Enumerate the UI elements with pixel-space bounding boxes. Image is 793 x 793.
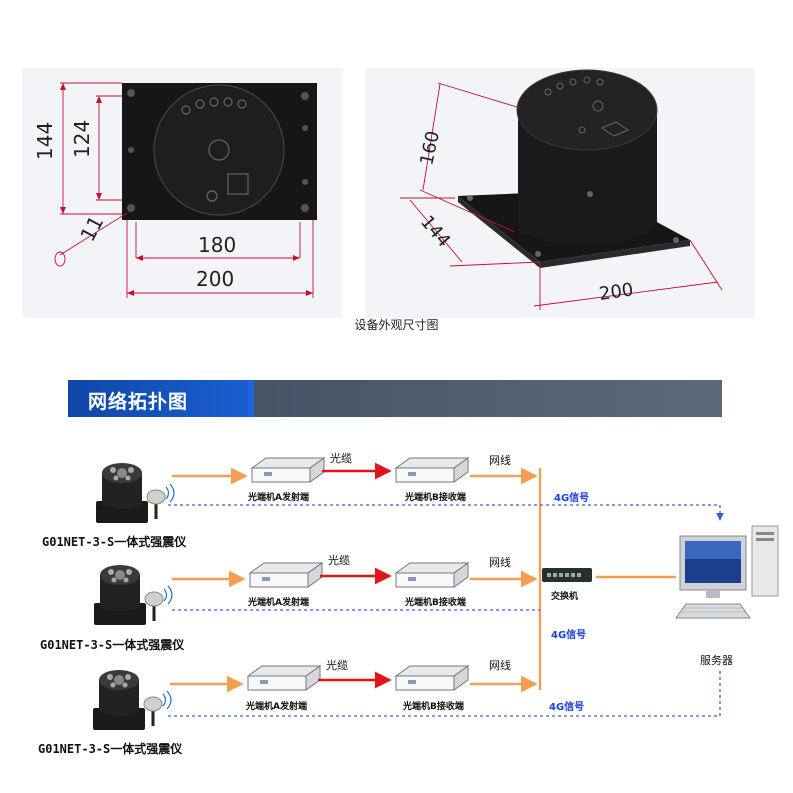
server-label: 服务器: [700, 654, 733, 667]
device-label-2: G01NET-3-S一体式强震仪: [40, 638, 185, 652]
fiber-label-3: 光缆: [326, 659, 348, 672]
mount-hole: [127, 204, 135, 212]
network-switch: [542, 568, 592, 582]
device-label-3: G01NET-3-S一体式强震仪: [38, 742, 183, 756]
cable-label-2: 网线: [489, 556, 511, 569]
seismometer-3: [91, 668, 173, 732]
cable-label-3: 网线: [489, 659, 511, 672]
cable-label-1: 网线: [489, 454, 511, 467]
cylinder-top: [153, 84, 285, 216]
dimension-drawings: 144 124 180 200 11 160 144 200: [22, 68, 755, 318]
fiber-label-2: 光缆: [328, 554, 350, 567]
dim-180: 180: [198, 233, 236, 257]
cylinder-cap: [516, 69, 658, 151]
optic-a-3: [247, 665, 321, 691]
dim-144: 144: [33, 122, 57, 160]
mount-hole: [301, 92, 309, 100]
network-topology: [91, 457, 779, 732]
signal-label-2: 4G信号: [551, 630, 587, 641]
optic-b-3: [395, 665, 469, 691]
optic-a-label-2: 光端机A发射端: [248, 598, 309, 608]
signal-label-1: 4G信号: [554, 493, 590, 504]
section-banner: 网络拓扑图: [68, 380, 722, 417]
optic-a-1: [251, 457, 325, 483]
seismometer-1: [94, 461, 176, 525]
signal-label-3: 4G信号: [549, 702, 585, 713]
switch-label: 交换机: [551, 592, 579, 602]
figure-caption: 设备外观尺寸图: [354, 318, 439, 332]
optic-b-2: [395, 562, 469, 588]
section-title: 网络拓扑图: [88, 391, 189, 413]
optic-a-2: [249, 562, 323, 588]
seismometer-2: [92, 563, 174, 627]
mount-hole: [301, 204, 309, 212]
fiber-label-1: 光缆: [330, 452, 352, 465]
dim-124: 124: [70, 120, 94, 158]
optic-b-label-2: 光端机B接收端: [405, 598, 466, 608]
dim-200: 200: [196, 267, 234, 291]
optic-b-label-3: 光端机B接收端: [403, 702, 464, 712]
mount-hole: [127, 89, 135, 97]
optic-a-label-1: 光端机A发射端: [248, 493, 309, 503]
device-label-1: G01NET-3-S一体式强震仪: [42, 535, 187, 549]
optic-b-label-1: 光端机B接收端: [405, 493, 466, 503]
dim-200-width: 200: [598, 279, 635, 305]
optic-a-label-3: 光端机A发射端: [246, 702, 307, 712]
server-computer: [675, 525, 779, 619]
optic-b-1: [395, 457, 469, 483]
